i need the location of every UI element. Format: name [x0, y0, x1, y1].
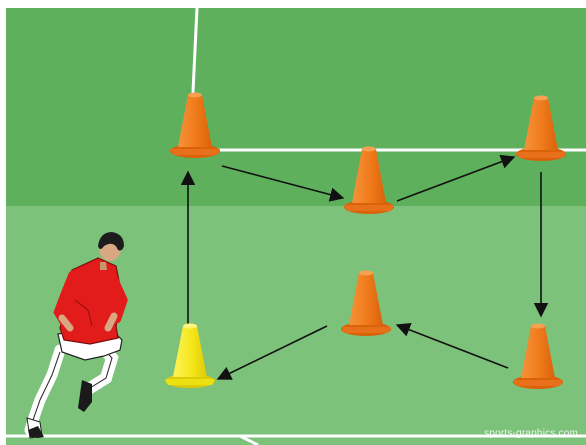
grass-stripe-dark [6, 8, 586, 206]
player-neck [100, 262, 107, 270]
watermark-text: sports-graphics.com [484, 428, 578, 439]
